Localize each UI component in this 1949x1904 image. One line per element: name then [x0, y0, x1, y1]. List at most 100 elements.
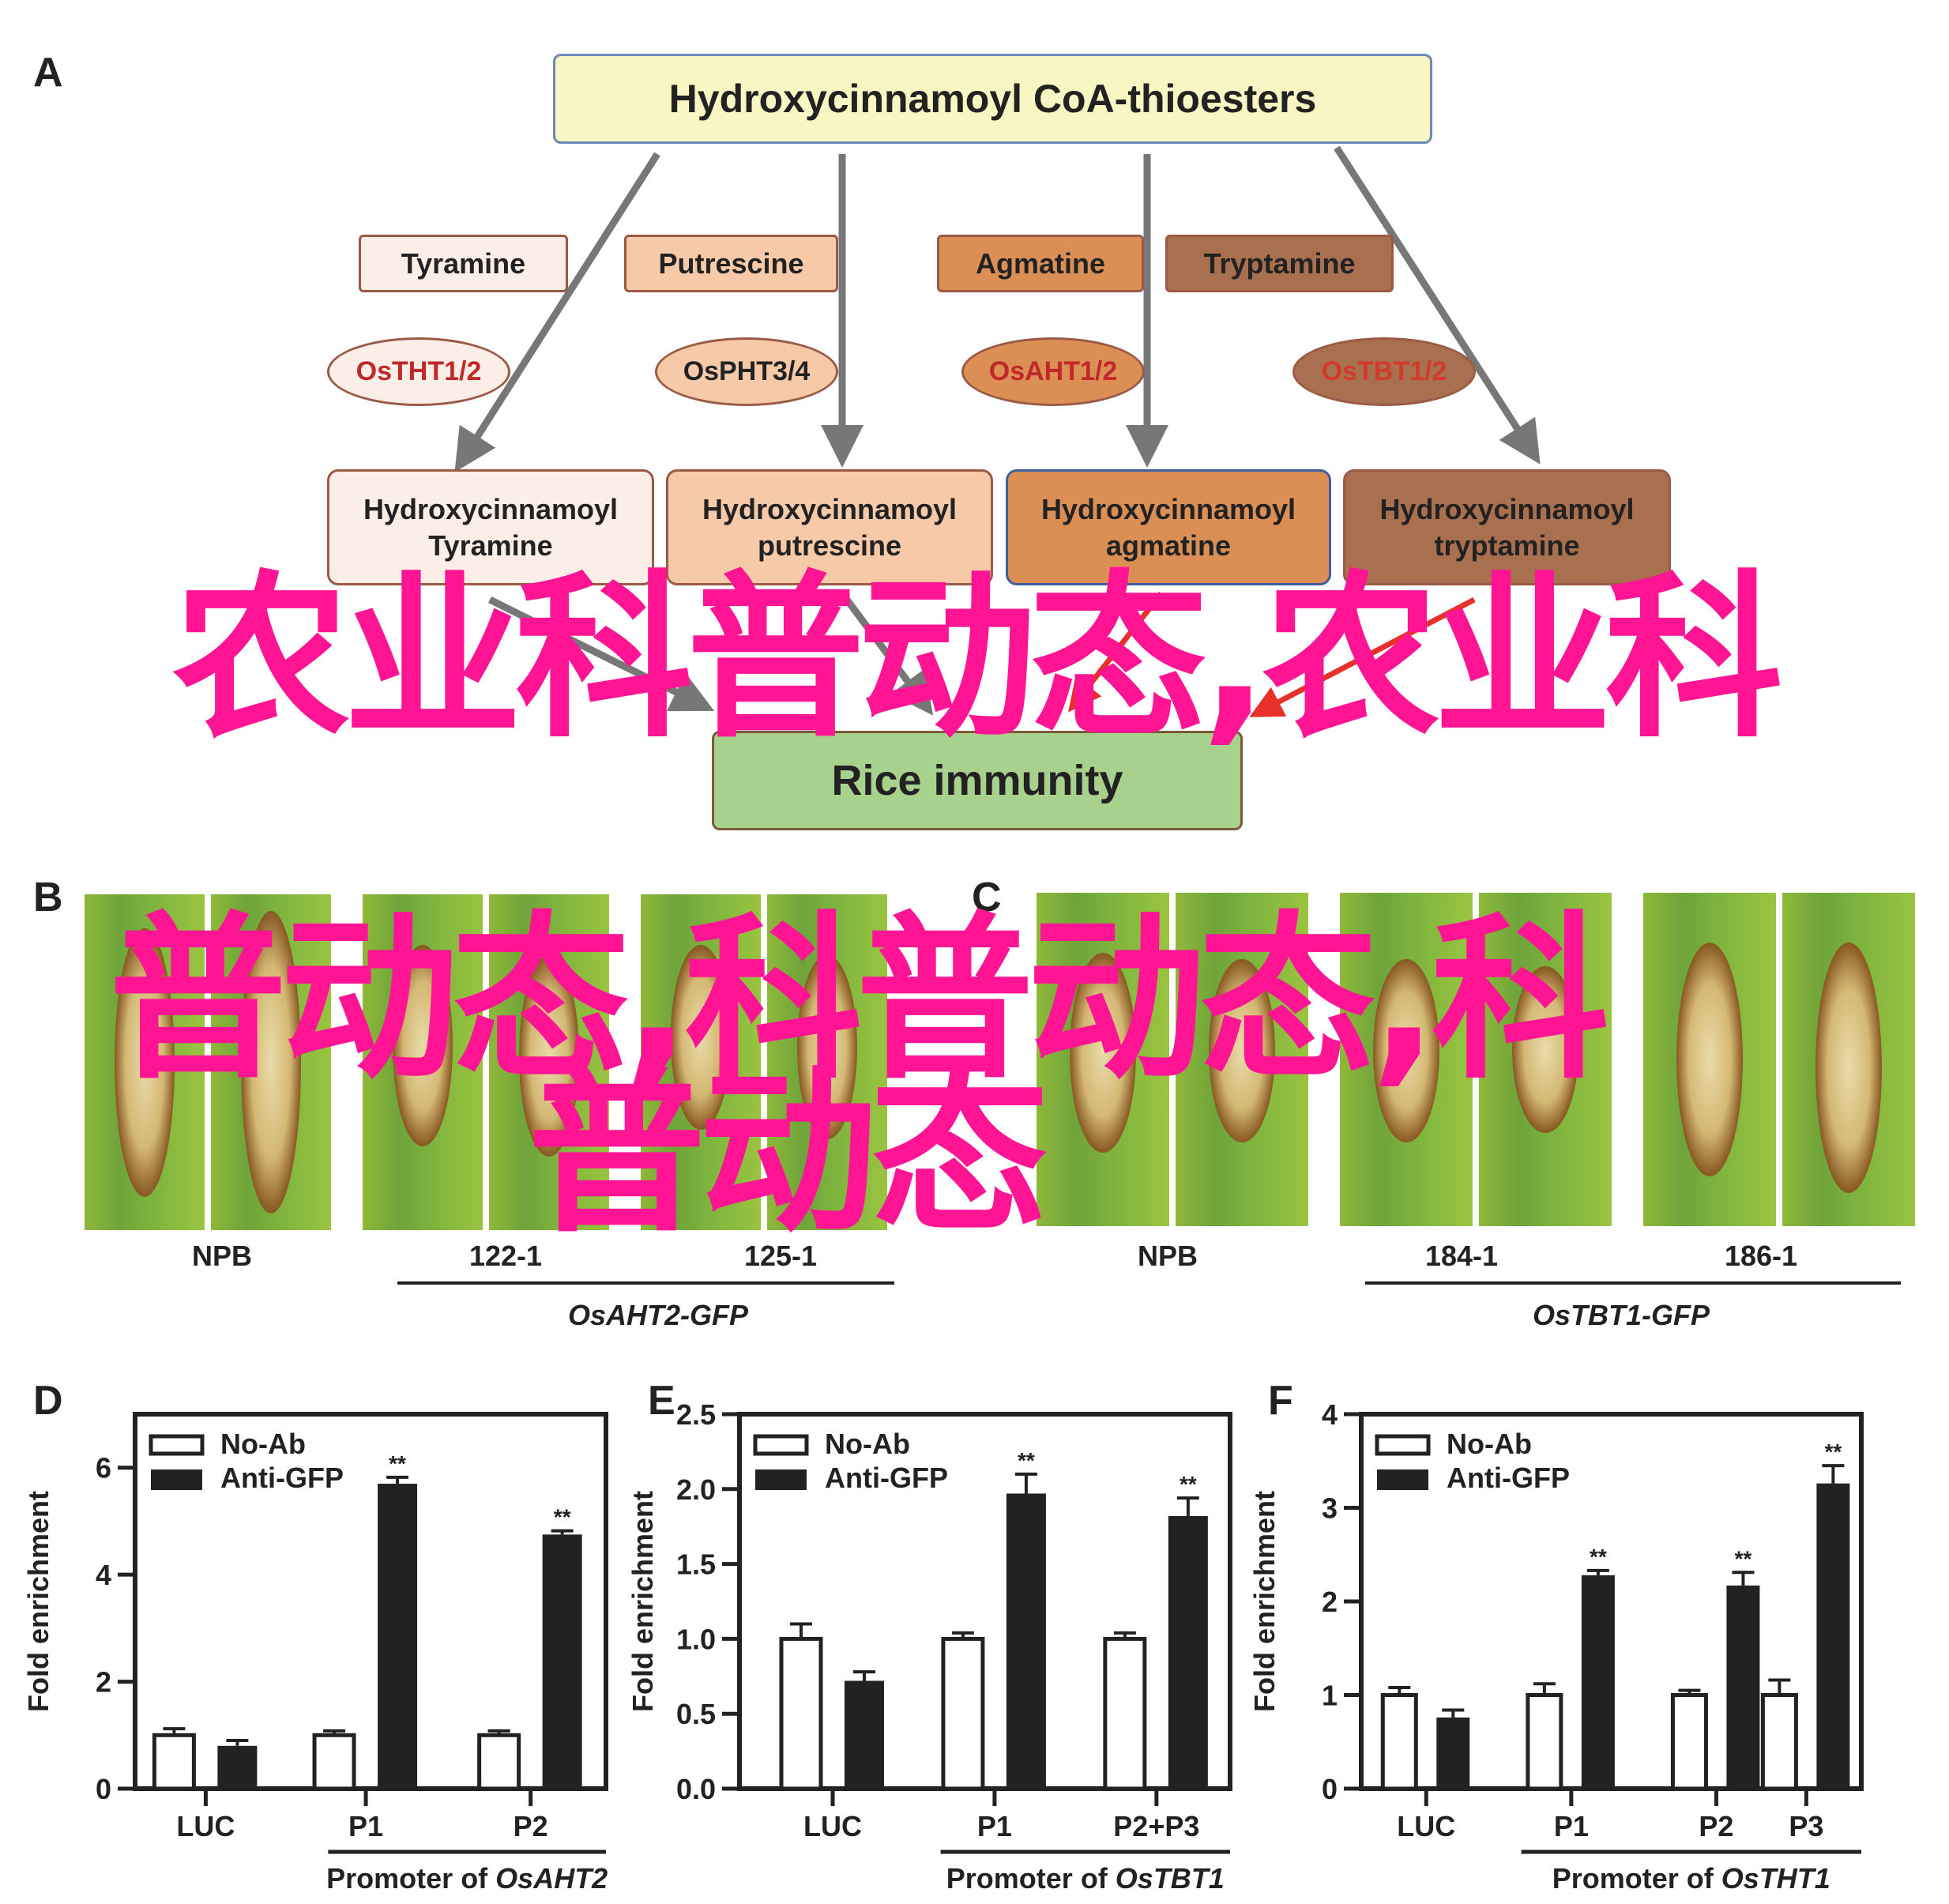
- lesion: [1676, 943, 1743, 1176]
- y-tick-label: 0.5: [676, 1698, 716, 1730]
- legend-swatch-anti-gfp: [151, 1469, 202, 1490]
- promoter-label: Promoter of OsTHT1: [1552, 1862, 1830, 1895]
- promoter-prefix: Promoter of: [326, 1862, 495, 1895]
- rice-leaf: [1479, 893, 1612, 1226]
- arrow-tryptamine-immunity: [1249, 596, 1476, 717]
- x-tick-label: P1: [348, 1810, 383, 1842]
- panel-label-d: D: [33, 1378, 63, 1424]
- enzyme-osAHT: OsAHT1/2: [961, 337, 1145, 406]
- x-tick-label: LUC: [176, 1810, 235, 1842]
- bar-no-ab: [312, 1733, 356, 1791]
- lesion: [1815, 943, 1882, 1193]
- legend-label: Anti-GFP: [1447, 1462, 1570, 1494]
- group-label: OsTBT1-GFP: [1532, 1299, 1710, 1331]
- promoter-gene: OsAHT2: [495, 1862, 608, 1895]
- promoter-prefix: Promoter of: [946, 1862, 1116, 1895]
- rice-immunity-box: Rice immunity: [712, 731, 1243, 830]
- bar-anti-gfp: [378, 1484, 418, 1789]
- bar-anti-gfp: [1581, 1575, 1615, 1789]
- y-tick-label: 2.0: [676, 1473, 716, 1506]
- promoter-gene: OsTHT1: [1721, 1862, 1830, 1895]
- bar-no-ab: [477, 1733, 521, 1791]
- arrow-putrescine-immunity: [839, 591, 934, 716]
- lesion: [393, 944, 453, 1146]
- product-line: Tyramine: [428, 529, 553, 562]
- product-line: Hydroxycinnamoyl: [363, 492, 619, 525]
- leaf-label: 125-1: [743, 1240, 818, 1272]
- legend-label: Anti-GFP: [220, 1462, 344, 1494]
- y-tick-label: 6: [96, 1452, 111, 1484]
- bar-anti-gfp: [217, 1745, 258, 1789]
- bar-anti-gfp: [1726, 1585, 1760, 1789]
- y-tick-label: 2: [96, 1666, 111, 1699]
- group-label: OsAHT2-GFP: [567, 1299, 749, 1331]
- y-tick-label: 0: [96, 1773, 111, 1805]
- product-line: Hydroxycinnamoyl: [702, 492, 958, 525]
- y-tick-label: 2.5: [676, 1398, 716, 1431]
- legend-label: No-Ab: [1447, 1428, 1532, 1460]
- product-line: putrescine: [757, 529, 902, 562]
- bar-no-ab: [1103, 1636, 1147, 1791]
- rice-leaf: [211, 894, 331, 1230]
- bar-anti-gfp: [542, 1534, 582, 1789]
- y-tick-label: 1: [1322, 1680, 1338, 1712]
- lesion: [671, 944, 731, 1130]
- rice-leaf: [1782, 893, 1915, 1226]
- promoter-label: Promoter of OsAHT2: [326, 1862, 608, 1895]
- leaf-label: 184-1: [1424, 1240, 1499, 1272]
- rice-leaf: [1037, 893, 1169, 1226]
- leaf-label: NPB: [1137, 1240, 1198, 1272]
- y-tick-label: 2: [1322, 1586, 1338, 1618]
- bar-anti-gfp: [1436, 1717, 1470, 1789]
- x-tick-label: LUC: [1397, 1810, 1455, 1842]
- lesion: [115, 928, 175, 1197]
- panel-label-a: A: [33, 50, 63, 96]
- significance-mark: **: [1590, 1545, 1607, 1569]
- product-line: agmatine: [1105, 529, 1232, 562]
- legend-swatch-anti-gfp: [1377, 1469, 1428, 1490]
- leaf-label: 122-1: [468, 1240, 543, 1272]
- bar-anti-gfp: [844, 1680, 884, 1789]
- rice-leaf: [489, 894, 609, 1230]
- arrow-to-tyramine: [454, 152, 660, 472]
- significance-mark: **: [1735, 1546, 1752, 1571]
- y-tick-label: 0: [1322, 1773, 1338, 1805]
- substrate-agmatine: Agmatine: [937, 235, 1144, 292]
- substrate-tryptamine: Tryptamine: [1165, 235, 1394, 292]
- product-hc-putrescine: Hydroxycinnamoyl putrescine: [666, 469, 993, 585]
- x-tick-label: P1: [1554, 1810, 1589, 1842]
- leaf-photo-c: [1037, 893, 1945, 1226]
- group-line: [1365, 1281, 1901, 1285]
- lesion: [1070, 952, 1136, 1153]
- rice-leaf: [1643, 893, 1776, 1226]
- product-line: Hydroxycinnamoyl: [1040, 492, 1296, 525]
- significance-mark: **: [389, 1451, 406, 1476]
- product-line: Hydroxycinnamoyl: [1379, 492, 1635, 525]
- significance-mark: **: [554, 1505, 571, 1530]
- legend-swatch-no-ab: [149, 1434, 205, 1456]
- bar-no-ab: [152, 1733, 196, 1791]
- x-tick-label: P3: [1789, 1810, 1823, 1842]
- promoter-gene: OsTBT1: [1116, 1862, 1225, 1895]
- promoter-label: Promoter of OsTBT1: [946, 1862, 1225, 1895]
- rice-leaf: [363, 894, 483, 1230]
- product-hc-agmatine: Hydroxycinnamoyl agmatine: [1006, 469, 1331, 585]
- rice-leaf: [1340, 893, 1473, 1226]
- lesion: [241, 911, 301, 1214]
- leaf-label: NPB: [191, 1240, 253, 1272]
- plot-frame: [737, 1412, 1232, 1791]
- enzyme-osTHT: OsTHT1/2: [327, 337, 510, 406]
- watermark-line: 农业科普动态,农业科: [172, 555, 1782, 762]
- x-tick-label: LUC: [803, 1810, 862, 1842]
- legend-label: No-Ab: [825, 1428, 910, 1460]
- legend-swatch-no-ab: [1375, 1434, 1431, 1456]
- bar-no-ab: [1670, 1693, 1708, 1791]
- bar-no-ab: [1526, 1693, 1563, 1791]
- y-tick-label: 4: [1322, 1398, 1338, 1431]
- x-tick-label: P2: [514, 1810, 548, 1842]
- bar-no-ab: [779, 1636, 823, 1791]
- panel-label-e: E: [648, 1378, 675, 1424]
- plot-frame: [133, 1412, 608, 1791]
- x-tick-label: P2+P3: [1113, 1810, 1199, 1842]
- x-tick-label: P1: [977, 1810, 1012, 1842]
